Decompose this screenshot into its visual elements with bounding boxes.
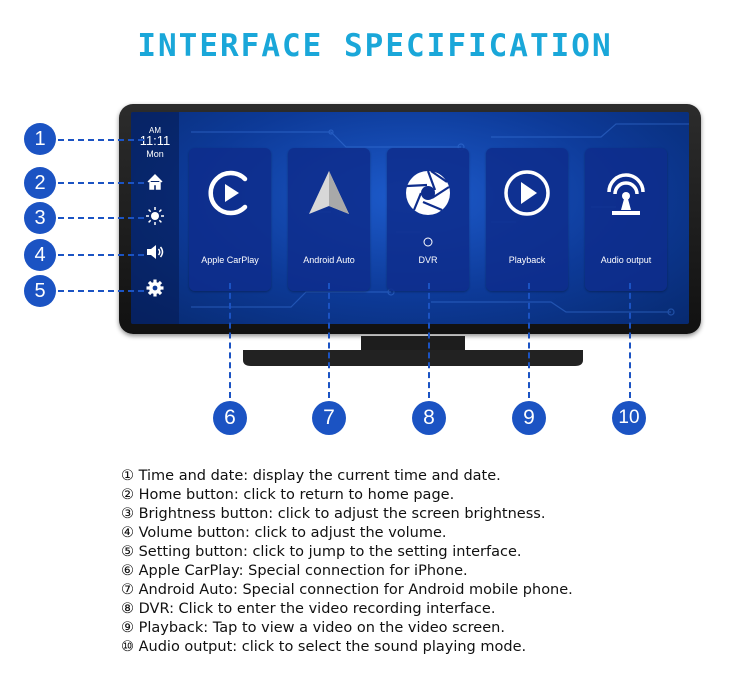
description-item: ⑦ Android Auto: Special connection for A…: [121, 582, 573, 598]
callout-5: 5: [24, 275, 56, 307]
callout-2: 2: [24, 167, 56, 199]
carplay-icon: [208, 170, 248, 216]
settings-icon[interactable]: [145, 278, 165, 298]
leader-line-9: [528, 283, 530, 398]
device-stand: [243, 336, 583, 366]
app-label: Android Auto: [303, 255, 355, 265]
app-card-android-auto[interactable]: Android Auto: [288, 148, 370, 291]
description-item: ⑨ Playback: Tap to view a video on the v…: [121, 620, 505, 636]
camera-aperture-icon: [406, 170, 450, 215]
leader-line-7: [328, 283, 330, 398]
app-label: Apple CarPlay: [201, 255, 259, 265]
leader-line-3: [58, 217, 144, 219]
app-card-dvr[interactable]: DVR: [387, 148, 469, 291]
leader-line-2: [58, 182, 144, 184]
brightness-icon[interactable]: [145, 206, 165, 226]
home-icon[interactable]: [145, 172, 165, 192]
display-screen: AM 11:11 Mon: [131, 112, 689, 324]
leader-line-5: [58, 290, 144, 292]
callout-8: 8: [412, 401, 446, 435]
app-card-audio-output[interactable]: Audio output: [585, 148, 667, 291]
app-label: Audio output: [600, 255, 652, 265]
callout-10: 10: [612, 401, 646, 435]
broadcast-icon: [607, 173, 645, 215]
description-item: ⑥ Apple CarPlay: Special connection for …: [121, 563, 468, 579]
record-indicator-icon: [423, 237, 433, 247]
callout-9: 9: [512, 401, 546, 435]
app-card-playback[interactable]: Playback: [486, 148, 568, 291]
description-item: ① Time and date: display the current tim…: [121, 468, 501, 484]
app-card-apple-carplay[interactable]: Apple CarPlay: [189, 148, 271, 291]
description-item: ③ Brightness button: click to adjust the…: [121, 506, 546, 522]
callout-6: 6: [213, 401, 247, 435]
volume-icon[interactable]: [145, 242, 165, 262]
app-label: DVR: [418, 255, 438, 265]
leader-line-10: [629, 283, 631, 398]
leader-line-4: [58, 254, 144, 256]
description-item: ② Home button: click to return to home p…: [121, 487, 455, 503]
description-item: ⑩ Audio output: click to select the soun…: [121, 639, 527, 655]
callout-1: 1: [24, 123, 56, 155]
callout-4: 4: [24, 239, 56, 271]
callout-3: 3: [24, 202, 56, 234]
callout-7: 7: [312, 401, 346, 435]
description-item: ⑤ Setting button: click to jump to the s…: [121, 544, 522, 560]
leader-line-6: [229, 283, 231, 398]
description-item: ⑧ DVR: Click to enter the video recordin…: [121, 601, 496, 617]
description-item: ④ Volume button: click to adjust the vol…: [121, 525, 447, 541]
clock-day: Mon: [146, 149, 164, 159]
description-list: ① Time and date: display the current tim…: [121, 467, 721, 657]
clock-time: 11:11: [139, 133, 171, 148]
app-label: Playback: [508, 255, 546, 265]
clock-ampm: AM: [149, 126, 161, 135]
android-auto-icon: [309, 171, 349, 214]
leader-line-1: [58, 139, 144, 141]
car-display-device: AM 11:11 Mon: [119, 104, 701, 334]
play-icon: [504, 170, 550, 216]
leader-line-8: [428, 283, 430, 398]
page-title: INTERFACE SPECIFICATION: [137, 28, 613, 64]
